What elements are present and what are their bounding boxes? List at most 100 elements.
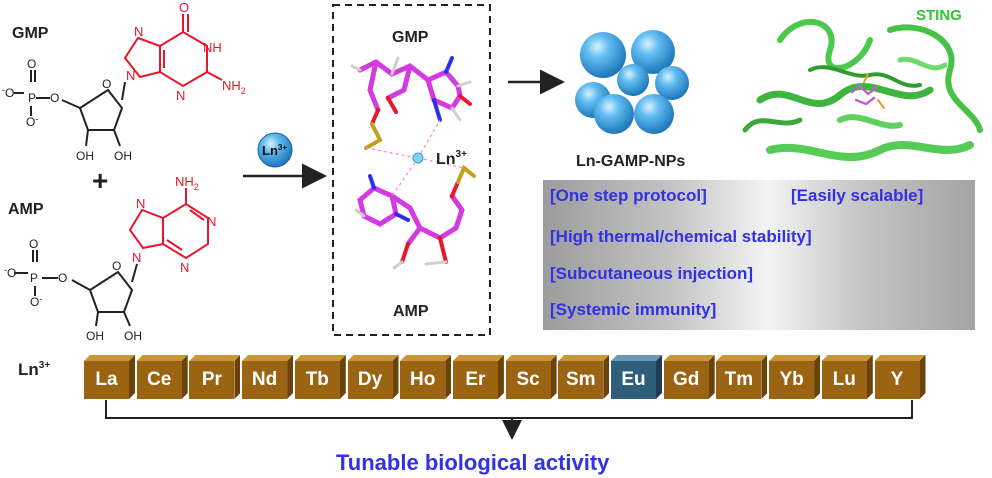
block-face	[400, 361, 446, 399]
element-symbol: Tm	[724, 369, 754, 390]
atom-label: OH	[124, 329, 142, 343]
sting-label: STING	[916, 7, 962, 24]
gmp-ribose	[14, 70, 126, 147]
block-face	[663, 361, 709, 399]
ln-element-gd: Gd	[663, 355, 715, 399]
atom-label: N	[207, 214, 216, 229]
nanoparticle	[655, 66, 689, 100]
product-label: Ln-GAMP-NPs	[576, 153, 685, 170]
ln-ion-center	[412, 152, 424, 164]
ln-element-dy: Dy	[347, 355, 399, 399]
block-top	[347, 355, 399, 361]
ln-element-ho: Ho	[400, 355, 452, 399]
ln-element-tb: Tb	[294, 355, 346, 399]
ln-element-ce: Ce	[136, 355, 188, 399]
atom-label: N	[132, 250, 141, 265]
block-top	[452, 355, 504, 361]
block-top	[400, 355, 452, 361]
atom-label: -O	[2, 85, 14, 100]
block-face	[294, 361, 340, 399]
atom-label: P	[28, 91, 36, 105]
amp-structure: AMP NH2 N N N N O OH OH O P -O O- O	[4, 174, 216, 343]
block-face	[716, 361, 762, 399]
atom-label: O	[102, 77, 111, 91]
block-side	[129, 355, 135, 399]
block-top	[874, 355, 926, 361]
atom-label: O	[112, 259, 121, 273]
block-side	[497, 355, 504, 399]
block-face	[136, 361, 182, 399]
block-side	[919, 355, 926, 399]
block-top	[294, 355, 346, 361]
gmp-structure: GMP O NH NH2 N N N O OH OH O P -O O- O	[2, 0, 246, 163]
atom-label: O-	[30, 294, 42, 309]
guanine-base	[123, 14, 223, 88]
block-face	[347, 361, 393, 399]
block-face	[189, 361, 235, 399]
block-side	[287, 355, 294, 399]
adenine-base	[128, 188, 209, 260]
atom-label: NH2	[175, 174, 199, 192]
outcome-text: Tunable biological activity	[336, 450, 610, 475]
atom-label: -O	[4, 265, 16, 280]
ln-element-sc: Sc	[505, 355, 557, 399]
feature-panel	[543, 180, 975, 330]
ln-element-nd: Nd	[242, 355, 294, 399]
block-face	[84, 361, 129, 399]
block-top	[663, 355, 715, 361]
ln-element-sm: Sm	[558, 355, 610, 399]
ln-element-y: Y	[874, 355, 926, 399]
block-face	[611, 361, 656, 399]
feature-scalable: [Easily scalable]	[791, 186, 924, 205]
ln-ion-sphere	[257, 132, 293, 168]
element-symbol: Y	[890, 369, 904, 390]
block-top	[189, 355, 241, 361]
atom-label: OH	[76, 149, 94, 163]
block-side	[866, 355, 873, 399]
block-side	[708, 355, 715, 399]
atom-label: OH	[86, 329, 104, 343]
element-symbol: Tb	[305, 369, 329, 390]
block-face	[452, 361, 498, 399]
nanoparticle	[634, 94, 674, 134]
ln-series-label: Ln3+	[18, 360, 50, 379]
element-symbol: Dy	[357, 369, 383, 390]
element-symbol: La	[95, 369, 118, 390]
amp-label: AMP	[8, 201, 44, 218]
coordination-bonds	[365, 119, 465, 197]
block-top	[136, 355, 188, 361]
nanoparticle	[580, 32, 626, 78]
ln-element-pr: Pr	[189, 355, 241, 399]
atom-label: O	[179, 0, 189, 15]
ln-element-tm: Tm	[716, 355, 768, 399]
block-face	[821, 361, 867, 399]
ln-element-lu: Lu	[821, 355, 873, 399]
ln-reagent-label: Ln3+	[262, 143, 287, 158]
element-symbol: Er	[465, 369, 486, 390]
block-side	[761, 355, 768, 399]
ln-element-yb: Yb	[769, 355, 821, 399]
nanoparticle	[631, 30, 675, 74]
complex-gmp-label: GMP	[392, 29, 429, 46]
ln-element-er: Er	[452, 355, 504, 399]
element-symbol: Eu	[621, 369, 646, 390]
block-top	[84, 355, 135, 361]
block-side	[445, 355, 452, 399]
complex-amp-label: AMP	[393, 303, 429, 320]
atom-label: OH	[114, 149, 132, 163]
block-side	[234, 355, 241, 399]
amp-ribose	[14, 250, 138, 327]
atom-label: O-	[26, 114, 38, 129]
block-face	[242, 361, 288, 399]
plus-sign: +	[92, 165, 108, 196]
block-side	[550, 355, 557, 399]
atom-label: N	[180, 260, 189, 275]
ln-reagent-badge: Ln3+	[257, 132, 293, 168]
atom-label: NH2	[222, 78, 246, 96]
atom-label: N	[176, 88, 185, 103]
nanoparticle	[594, 94, 634, 134]
block-side	[339, 355, 346, 399]
block-top	[505, 355, 557, 361]
atom-label: N	[136, 196, 145, 211]
